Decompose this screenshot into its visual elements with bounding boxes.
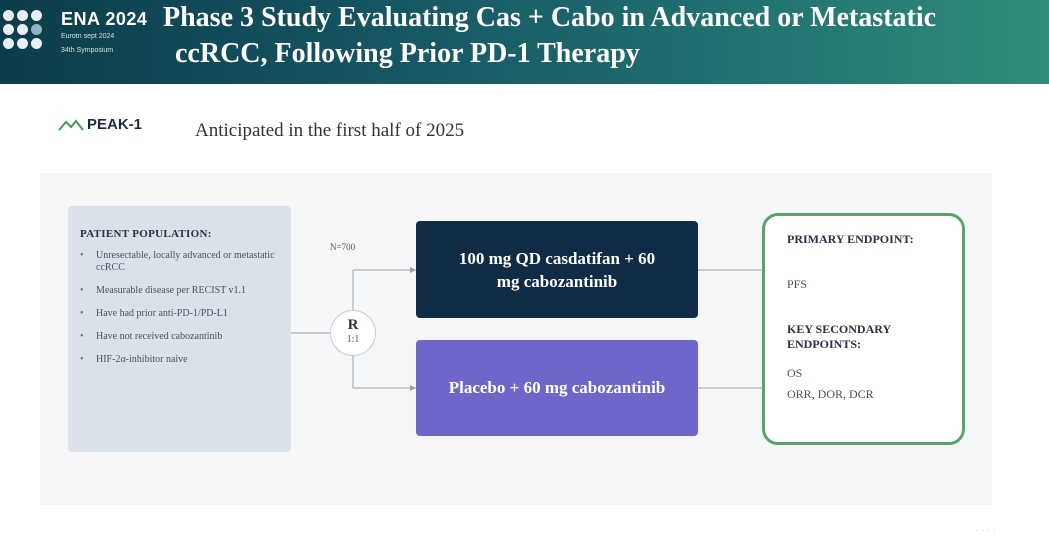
secondary-endpoint-value-1: OS <box>787 366 803 380</box>
randomization-letter: R <box>347 317 359 333</box>
list-item: Unresectable, locally advanced or metast… <box>80 250 281 274</box>
list-item: Have not received cabozantinib <box>80 331 281 343</box>
secondary-endpoints-heading: KEY SECONDARY ENDPOINTS: <box>787 322 891 351</box>
arrowhead-arm2-icon <box>410 385 416 391</box>
list-item: Measurable disease per RECIST v1.1 <box>80 285 281 297</box>
sample-size-label: N=700 <box>330 242 356 252</box>
endpoints-box: PRIMARY ENDPOINT: PFS KEY SECONDARY ENDP… <box>762 213 965 445</box>
primary-endpoint-heading: PRIMARY ENDPOINT: <box>787 232 914 246</box>
mountain-peak-icon <box>58 119 84 131</box>
slide-title: Phase 3 Study Evaluating Cas + Cabo in A… <box>163 0 1043 72</box>
arrowhead-arm1-icon <box>410 267 416 273</box>
patient-population-heading: PATIENT POPULATION: <box>80 228 212 240</box>
study-logo: PEAK-1 <box>58 116 142 133</box>
list-item: HIF-2α-inhibitor naive <box>80 354 281 366</box>
treatment-arm-1: 100 mg QD casdatifan + 60 mg cabozantini… <box>416 221 698 318</box>
slide-title-line-1: Phase 3 Study Evaluating Cas + Cabo in A… <box>163 2 937 33</box>
slide-title-line-2: ccRCC, Following Prior PD-1 Therapy <box>175 38 640 69</box>
randomization-ratio: 1:1 <box>346 334 360 345</box>
header-banner: ENA 2024 Eurotn sept 2024 34th Symposium… <box>0 0 1049 84</box>
treatment-arm-2: Placebo + 60 mg cabozantinib <box>416 340 698 436</box>
primary-endpoint-value: PFS <box>787 277 808 291</box>
anticipated-date-text: Anticipated in the first half of 2025 <box>195 120 465 141</box>
patient-population-box: PATIENT POPULATION: Unresectable, locall… <box>68 206 291 452</box>
footer-decoration-icon: ···· <box>976 526 999 535</box>
list-item: Have had prior anti-PD-1/PD-L1 <box>80 308 281 320</box>
treatment-arm-1-label: 100 mg QD casdatifan + 60 mg cabozantini… <box>458 248 656 291</box>
randomization-node: R 1:1 <box>330 310 376 356</box>
secondary-endpoint-value-2: ORR, DOR, DCR <box>787 387 874 401</box>
patient-population-list: Unresectable, locally advanced or metast… <box>80 250 281 366</box>
congress-logo-subtitle-2: 34th Symposium <box>61 47 114 54</box>
study-name: PEAK-1 <box>87 116 143 133</box>
congress-logo-title: ENA 2024 <box>61 9 148 29</box>
congress-logo-subtitle: Eurotn sept 2024 <box>61 33 115 40</box>
treatment-arm-2-label: Placebo + 60 mg cabozantinib <box>448 378 666 397</box>
congress-logo-dots-icon <box>3 10 59 66</box>
